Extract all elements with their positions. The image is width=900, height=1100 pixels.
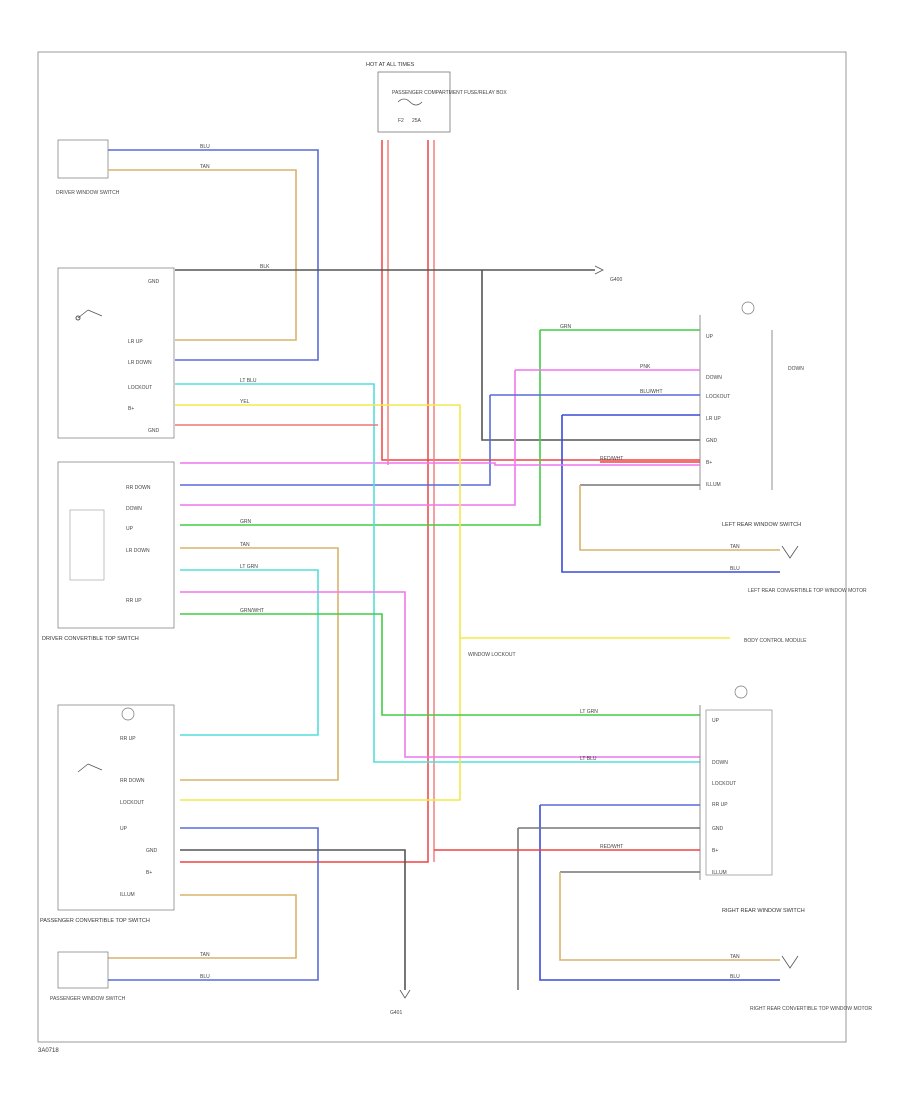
pin-down-mid: DOWN — [126, 506, 142, 512]
pin-lr-down-1: LR DOWN — [128, 360, 152, 366]
right-rear-motor: RIGHT REAR CONVERTIBLE TOP WINDOW MOTOR — [750, 955, 872, 1012]
fuse-box-label: PASSENGER COMPARTMENT FUSE/RELAY BOX — [392, 90, 507, 96]
driver-switch-label: DRIVER CONVERTIBLE TOP SWITCH — [42, 636, 139, 642]
pin-bplus-lr: B+ — [706, 460, 712, 466]
pin-up-mid: UP — [126, 526, 134, 532]
passenger-wires — [108, 827, 406, 990]
pin-rr-up: RR UP — [126, 598, 142, 604]
pin-illum-p: ILLUM — [120, 892, 135, 898]
pin-illum-lr: ILLUM — [706, 482, 721, 488]
passenger-window-switch-label: PASSENGER WINDOW SWITCH — [50, 996, 126, 1002]
tag-red-1: RED/WHT — [600, 456, 623, 462]
fuse-box: HOT AT ALL TIMES PASSENGER COMPARTMENT F… — [366, 62, 507, 133]
body-control-label: BODY CONTROL MODULE — [744, 638, 807, 644]
pin-down-rr: DOWN — [712, 760, 728, 766]
pin-up-p: UP — [120, 826, 128, 832]
tag-grn-1: GRN — [560, 324, 572, 330]
pin-lr-up-1: LR UP — [128, 339, 143, 345]
driver-top-switch: GND LR UP LR DOWN LOCKOUT B+ GND — [57, 267, 175, 439]
pin-lr-down: LR DOWN — [126, 548, 150, 554]
right-rear-motor-label: RIGHT REAR CONVERTIBLE TOP WINDOW MOTOR — [750, 1006, 872, 1012]
tag-blk-1: BLK — [260, 264, 270, 270]
pin-gnd-2: GND — [148, 428, 160, 434]
right-rear-switch-label: RIGHT REAR WINDOW SWITCH — [722, 908, 805, 914]
tag-tan-3: TAN — [200, 952, 210, 958]
passenger-top-switch-label: PASSENGER CONVERTIBLE TOP SWITCH — [40, 918, 150, 924]
driver-window-switch: DRIVER WINDOW SWITCH — [56, 139, 120, 196]
fuse-rating-label: 25A — [412, 118, 422, 124]
pin-rr-up-rr: RR UP — [712, 802, 728, 808]
pin-gnd-1: GND — [148, 279, 160, 285]
left-rear-wires — [180, 329, 780, 573]
driver-rocker-block: RR DOWN DOWN UP LR DOWN RR UP DRIVER CON… — [42, 461, 175, 642]
left-rear-switch: UP DOWN LOCKOUT LR UP GND B+ ILLUM LEFT … — [699, 301, 804, 528]
hot-at-all-times-label: HOT AT ALL TIMES — [366, 62, 415, 68]
tag-ltgrn-3: LT GRN — [580, 709, 598, 715]
driver-window-wires — [108, 149, 319, 361]
pin-gnd-rr: GND — [712, 826, 724, 832]
tag-ltblu-1: LT BLU — [240, 378, 257, 384]
passenger-top-switch: RR UP RR DOWN LOCKOUT UP GND B+ ILLUM PA… — [40, 704, 175, 924]
tag-pnk-1: PNK — [640, 364, 651, 370]
driver-lockout-wires — [175, 383, 730, 801]
pin-rr-down: RR DOWN — [126, 485, 151, 491]
g401-ground: G401 — [390, 989, 411, 1016]
tag-blu-5: BLU — [730, 974, 740, 980]
pin-gnd-lr: GND — [706, 438, 718, 444]
tag-yel-1: YEL — [240, 399, 250, 405]
pin-up-lr: UP — [706, 334, 714, 340]
ground-wires-top — [175, 269, 700, 441]
left-rear-motor-label: LEFT REAR CONVERTIBLE TOP WINDOW MOTOR — [748, 588, 867, 594]
window-lockout-node: WINDOW LOCKOUT BODY CONTROL MODULE — [468, 638, 807, 658]
tag-ltblu-2: LT BLU — [580, 756, 597, 762]
tag-ltgrn-2: GRN/WHT — [240, 608, 264, 614]
passenger-window-switch: PASSENGER WINDOW SWITCH — [50, 951, 126, 1002]
tag-tan-4: TAN — [730, 544, 740, 550]
pin-up-rr: UP — [712, 718, 720, 724]
pin-gnd-p: GND — [146, 848, 158, 854]
pin-lockout-p: LOCKOUT — [120, 800, 144, 806]
tag-tan-1: TAN — [200, 164, 210, 170]
fuse-id-label: F2 — [398, 118, 404, 124]
tag-red-2: RED/WHT — [600, 844, 623, 850]
pin-bplus-1: B+ — [128, 406, 134, 412]
g400-ground: G400 — [594, 265, 622, 283]
tag-grn-2: GRN — [240, 519, 252, 525]
tag-blu-1: BLU — [200, 144, 210, 150]
tag-blu-4: BLU — [730, 566, 740, 572]
pin-bplus-rr: B+ — [712, 848, 718, 854]
wire-tags: BLU TAN BLK GRN PNK BLU/WHT RED/WHT LT B… — [200, 144, 740, 980]
diagram-frame — [37, 51, 847, 1043]
tag-blu-3: BLU — [200, 974, 210, 980]
pin-down-lr: DOWN — [706, 375, 722, 381]
pin-lockout-lr: LOCKOUT — [706, 394, 730, 400]
tag-tan-5: TAN — [730, 954, 740, 960]
red-feed-wires — [180, 140, 700, 863]
pin-rr-up-p: RR UP — [120, 736, 136, 742]
pin-lockout-rr: LOCKOUT — [712, 781, 736, 787]
diagram-code: 3A0718 — [38, 1048, 59, 1054]
pin-lr-up-lr: LR UP — [706, 416, 721, 422]
pin-illum-rr: ILLUM — [712, 870, 727, 876]
left-rear-motor-icon-label: DOWN — [788, 366, 804, 372]
tag-tan-2: TAN — [240, 542, 250, 548]
driver-window-switch-label: DRIVER WINDOW SWITCH — [56, 190, 120, 196]
right-rear-wires — [434, 804, 780, 990]
pin-bplus-p: B+ — [146, 870, 152, 876]
window-lockout-label: WINDOW LOCKOUT — [468, 652, 516, 658]
g400-label: G400 — [610, 277, 622, 283]
left-rear-motor: LEFT REAR CONVERTIBLE TOP WINDOW MOTOR — [748, 545, 867, 594]
tag-blu-2: BLU/WHT — [640, 389, 663, 395]
tag-ltgrn-1: LT GRN — [240, 564, 258, 570]
pin-lockout-1: LOCKOUT — [128, 385, 152, 391]
g401-label: G401 — [390, 1010, 402, 1016]
left-rear-switch-label: LEFT REAR WINDOW SWITCH — [722, 522, 801, 528]
driver-rocker-wires — [180, 547, 700, 781]
pin-rr-down-p: RR DOWN — [120, 778, 145, 784]
right-rear-switch: UP DOWN LOCKOUT RR UP GND B+ ILLUM RIGHT… — [699, 685, 805, 914]
